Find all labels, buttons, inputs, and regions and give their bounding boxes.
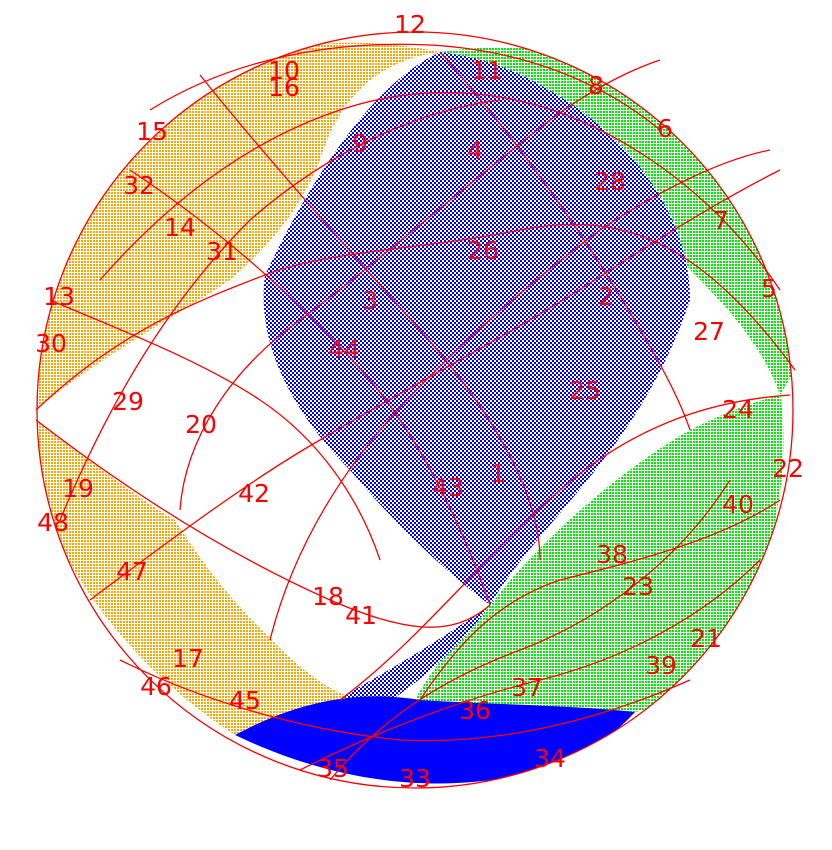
- face-label-30: 30: [35, 329, 67, 358]
- face-label-3: 3: [362, 286, 378, 315]
- face-label-46: 46: [140, 672, 172, 701]
- face-label-45: 45: [229, 686, 261, 715]
- face-label-22: 22: [772, 454, 804, 483]
- edge-arc: [329, 479, 731, 781]
- face-label-32: 32: [123, 171, 155, 200]
- face-label-20: 20: [185, 410, 217, 439]
- face-label-33: 33: [399, 764, 431, 793]
- edge-lines: [35, 31, 796, 789]
- edge-arc: [149, 43, 661, 131]
- face-label-31: 31: [206, 237, 238, 266]
- face-label-12: 12: [394, 10, 426, 39]
- face-label-38: 38: [596, 540, 628, 569]
- face-label-23: 23: [622, 572, 654, 601]
- edge-arc: [89, 169, 781, 601]
- face-label-19: 19: [62, 474, 94, 503]
- face-label-15: 15: [136, 117, 168, 146]
- face-label-11: 11: [471, 56, 503, 85]
- face-label-39: 39: [645, 651, 677, 680]
- edge-arc: [59, 99, 501, 521]
- face-label-18: 18: [312, 582, 344, 611]
- edge-arc: [199, 74, 541, 561]
- edge-arc: [35, 223, 796, 411]
- face-label-35: 35: [317, 754, 349, 783]
- edge-arc: [35, 419, 491, 628]
- face-label-10: 10: [268, 56, 300, 85]
- face-label-44: 44: [328, 335, 360, 364]
- edge-arc: [339, 394, 791, 701]
- face-label-7: 7: [713, 206, 729, 235]
- face-label-21: 21: [690, 624, 722, 653]
- face-label-13: 13: [43, 282, 75, 311]
- face-label-2: 2: [598, 282, 614, 311]
- face-label-27: 27: [693, 317, 725, 346]
- face-label-8: 8: [588, 71, 604, 100]
- face-label-48: 48: [37, 508, 69, 537]
- edge-arc: [269, 149, 771, 641]
- face-label-36: 36: [459, 696, 491, 725]
- edge-arc: [419, 499, 781, 701]
- face-label-43: 43: [432, 473, 464, 502]
- face-label-37: 37: [511, 673, 543, 702]
- face-label-24: 24: [722, 395, 754, 424]
- face-label-25: 25: [569, 376, 601, 405]
- green-band-lower: [490, 395, 784, 712]
- face-label-17: 17: [172, 644, 204, 673]
- face-label-4: 4: [467, 136, 483, 165]
- face-label-1: 1: [490, 459, 506, 488]
- face-label-26: 26: [467, 236, 499, 265]
- face-label-16: 16: [268, 73, 300, 102]
- face-label-42: 42: [238, 479, 270, 508]
- edge-arc: [49, 299, 381, 561]
- orange-band-bottom: [37, 420, 345, 735]
- face-label-5: 5: [761, 274, 777, 303]
- sphere-outline: [36, 31, 794, 789]
- face-label-47: 47: [116, 557, 148, 586]
- face-label-14: 14: [164, 213, 196, 242]
- edge-arc: [99, 91, 781, 291]
- blue-lens: [263, 52, 690, 605]
- face-label-40: 40: [722, 490, 754, 519]
- face-label-41: 41: [345, 601, 377, 630]
- face-label-28: 28: [594, 167, 626, 196]
- face-label-9: 9: [352, 129, 368, 158]
- edge-arc: [119, 659, 691, 742]
- face-label-29: 29: [112, 387, 144, 416]
- face-label-6: 6: [657, 114, 673, 143]
- edge-arc: [299, 559, 761, 771]
- edge-arc: [129, 169, 491, 606]
- edge-arc: [179, 59, 661, 511]
- blue-cap-bottom: [235, 696, 635, 784]
- face-label-34: 34: [534, 744, 566, 773]
